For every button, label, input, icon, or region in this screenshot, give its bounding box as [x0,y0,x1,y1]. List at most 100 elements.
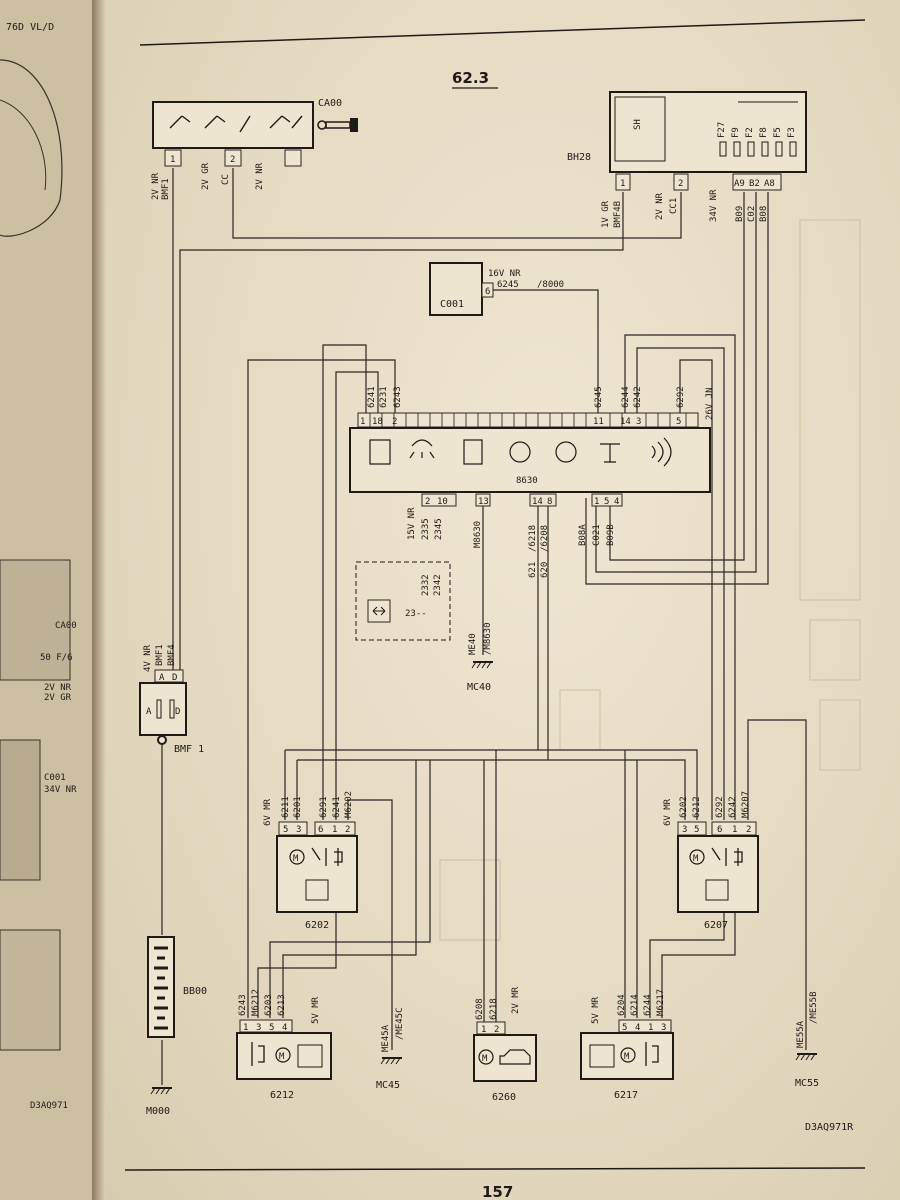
mc40-wire: ME40 [468,633,478,655]
c001-pin: 6 [485,287,490,297]
bmf1-wire-1: BMF4 [167,644,177,666]
bottom-rule [124,1167,866,1171]
r6202-pin-6: 6 [318,825,323,835]
switch-icon [711,847,743,866]
r6260-wire-1: 6218 [489,998,499,1020]
component-bh28: SH F27 F9 F2 F8 F5 F3 BH28 1 2 A9 B2 A8 … [567,91,807,228]
component-bmf1: 4V NR BMF1 BMF4 A D A D BMF 1 [139,644,204,755]
bmf1-inner-d: D [175,707,180,717]
r6202-wire-3: 6241 [332,796,342,818]
r6217-wire-3: M6217 [656,989,666,1016]
svg-text:M: M [279,1052,285,1062]
left-page-illustrations: 76D VL/D CA00 50 F/6 2V NR 2V GR C001 34… [0,22,77,1111]
chip-icon [369,439,391,465]
ecu-top-right-wire-2: 6242 [633,386,643,408]
ecu-bot-wire-3: /6218 [528,525,538,552]
r6207-pin-2: 2 [746,825,751,835]
ca00-wire-1b: BMF1 [161,178,171,200]
ecu-bot-wire-7: B09B [606,524,616,546]
r6207-pin-5: 5 [694,825,699,835]
ecu-top-wire-2: 6243 [393,386,403,408]
bh28-pin-1: 1 [620,179,625,189]
motor-icon [275,1047,291,1063]
ecu-bot-wire-2: M8630 [473,521,483,548]
mc55-name: MC55 [795,1078,819,1089]
ecu-top-wire-0: 6241 [367,386,377,408]
r6217-pin-3: 3 [661,1023,666,1033]
r6207-pin-1: 1 [732,825,737,835]
ecu-bot-wire-4: /6208 [540,525,550,552]
r6207-pin-6: 6 [717,825,722,835]
bh28-pin-a9: A9 [734,179,745,189]
ecu-bot-wire-0: 2335 [421,518,431,540]
r6202-pin-2: 2 [345,825,350,835]
book-spine [92,0,106,1200]
print-through [439,219,861,941]
r6212-wire-3: 6213 [277,994,287,1016]
ecu-icons [369,437,672,467]
page-number: 157 [482,1183,513,1200]
r6207-name: 6207 [704,920,728,931]
r6207-wire-0: 6202 [679,796,689,818]
left-callout-5: 34V NR [44,785,77,795]
bb00-name: BB00 [183,986,207,997]
r6212-wire-2: 6203 [264,994,274,1016]
r6207-wire-1: 6212 [692,796,702,818]
r6202-pin-3: 3 [296,825,301,835]
r6202-name: 6202 [305,920,329,931]
ecu-bot-pin-13: 13 [478,497,489,507]
component-6202: 6V MR 6211 6201 6291 6241 M6202 5 3 6 1 … [263,791,358,931]
r6202-pin-5: 5 [283,825,288,835]
r6217-pin-1: 1 [648,1023,653,1033]
r6202-wire-4: M6202 [344,791,354,818]
ecu-top-right-wire-3: 6292 [676,386,686,408]
ecu-bot-pin-4: 4 [614,497,619,507]
r6207-wire-2: 6292 [715,796,725,818]
ecu-bot-conn: 15V NR [407,507,417,540]
ca00-wire-2: 2V GR [201,162,211,190]
left-header: 76D VL/D [6,22,54,33]
component-bb00: BB00 M000 [146,936,207,1117]
ecu-bot-pin-5: 5 [604,497,609,507]
ecu-top-pin-14: 14 [620,417,631,427]
bh28-fuse-4: F5 [773,127,783,138]
ecu-bot-pin-2: 2 [425,497,430,507]
option-wire-0: 2332 [421,574,431,596]
component-6207: 6V MR 6202 6212 6292 6242 M6207 3 5 6 1 … [663,791,759,931]
r6217-pin-4: 4 [635,1023,640,1033]
bh28-wire-3: 34V NR [709,189,719,222]
component-option-23: 23-- 2332 2342 [355,561,451,641]
r6260-name: 6260 [492,1092,516,1103]
r6207-wire-3: 6242 [728,796,738,818]
bh28-wire-2b: CC1 [669,198,679,214]
component-c001: C001 6 16V NR 6245 /8000 [429,262,564,316]
bh28-fuse-1: F9 [731,127,741,138]
svg-text:M: M [624,1052,630,1062]
svg-text:M: M [693,854,699,864]
ecu-bot-wire-6: C021 [592,524,602,546]
ca00-wire-1: 2V NR [151,172,161,200]
switch-icon [251,1042,265,1066]
option-name: 23-- [405,609,427,619]
motor-icon [478,1049,494,1065]
c001-name: C001 [440,299,464,310]
ecu-top-pin-3: 3 [636,417,641,427]
component-6260: 6208 6218 2V MR 1 2 M 6260 [473,986,537,1103]
r6217-pin-5: 5 [622,1023,627,1033]
bh28-wire-1b: BMF4B [613,201,623,228]
ground-mc55: ME55A /ME55B MC55 [795,991,819,1089]
ca00-pin-1: 1 [170,155,175,165]
door-icon [305,879,329,901]
ecu-top-pin-11: 11 [593,417,604,427]
trunk-icon [499,1049,531,1065]
r6212-conn: 5V MR [311,996,321,1024]
c001-wire-num: 6245 [497,280,519,290]
r6212-wire-0: 6243 [238,994,248,1016]
mc45-wire-2: /ME45C [395,1007,405,1040]
component-6212: 6243 M6212 6203 6213 5V MR 1 3 5 4 M 621… [236,989,332,1101]
mc55-wire: ME55A [796,1020,806,1048]
section-number: 62.3 [452,69,489,87]
motor-icon [289,849,305,865]
door-icon [705,879,729,901]
